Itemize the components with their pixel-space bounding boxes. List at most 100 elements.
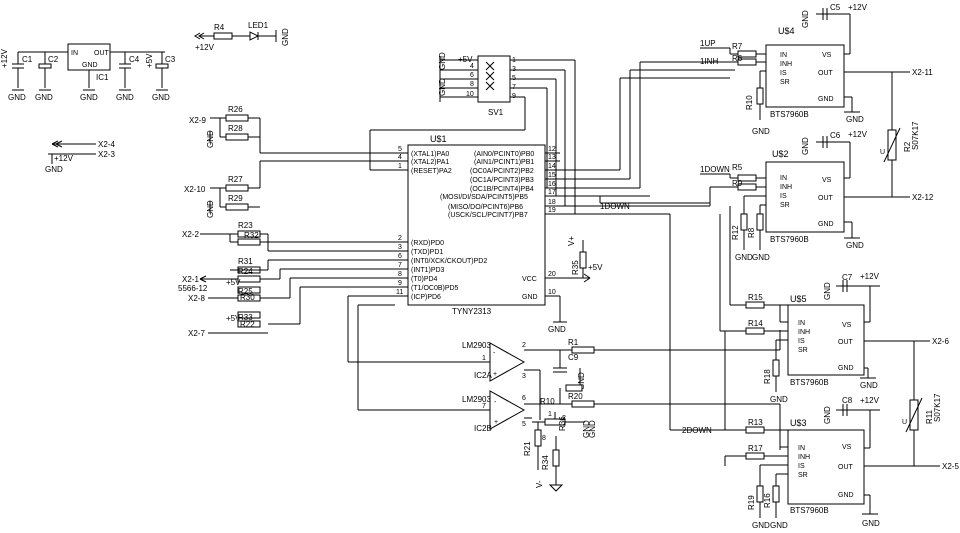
gnd-label: GND bbox=[801, 137, 810, 155]
net-1up-label: 1UP bbox=[700, 39, 716, 48]
svg-text:SR: SR bbox=[780, 202, 790, 209]
r8-resistor bbox=[756, 213, 764, 231]
gnd-label: GND bbox=[846, 241, 864, 250]
r19-label: R19 bbox=[747, 495, 756, 510]
svg-text:20: 20 bbox=[548, 271, 556, 278]
mcu-gnd-label: GND bbox=[522, 294, 538, 301]
svg-text:IS: IS bbox=[780, 193, 787, 200]
driver-u5-name: U$5 bbox=[790, 294, 807, 304]
driver-u2-name: U$2 bbox=[772, 149, 789, 159]
u-label: U bbox=[902, 419, 907, 426]
gnd-label: GND bbox=[35, 93, 53, 102]
mcu-pin-label: (OC1B/PCINT4)PB4 bbox=[470, 186, 534, 193]
r21-resistor bbox=[534, 429, 542, 447]
gnd-label: GND bbox=[752, 521, 770, 530]
gnd-label: GND bbox=[281, 28, 290, 46]
r14-resistor bbox=[745, 327, 765, 335]
led-indicator: R4 LED1 +12V GND bbox=[194, 21, 290, 52]
r9-resistor bbox=[737, 183, 757, 191]
driver-u3-name: U$3 bbox=[790, 418, 807, 428]
svg-text:GND: GND bbox=[838, 365, 854, 372]
sv1-pin: 6 bbox=[470, 72, 474, 79]
r1-resistor bbox=[571, 346, 595, 354]
mcu-part: TYNY2313 bbox=[452, 307, 492, 316]
r7-label: R7 bbox=[732, 42, 743, 51]
r6-label: R6 bbox=[732, 54, 743, 63]
r1-label: R1 bbox=[568, 338, 579, 347]
plus5-label: +5V bbox=[226, 314, 241, 323]
r21-label: R21 bbox=[523, 441, 532, 456]
gnd-label: GND bbox=[80, 93, 98, 102]
gnd-label: GND bbox=[801, 10, 810, 28]
plus5-label: +5V bbox=[145, 53, 154, 68]
c1-label: C1 bbox=[22, 55, 33, 64]
mcu-pin-label: (USCK/SCL/PCINT7)PB7 bbox=[448, 212, 528, 219]
svg-text:1: 1 bbox=[398, 163, 402, 170]
gnd-label: GND bbox=[206, 130, 215, 148]
sv1-label: SV1 bbox=[488, 108, 504, 117]
svg-text:2: 2 bbox=[562, 415, 566, 422]
mcu-name: U$1 bbox=[430, 134, 447, 144]
mcu-right-pins: 12(AIN0/PCINT0)PB0 13(AIN1/PCINT1)PB1 14… bbox=[440, 146, 670, 334]
net-1inh-label: 1INH bbox=[700, 57, 718, 66]
r27-label: R27 bbox=[228, 175, 243, 184]
r18-resistor bbox=[772, 359, 780, 377]
mcu-pin-label: (AIN1/PCINT1)PB1 bbox=[474, 159, 534, 166]
svg-text:14: 14 bbox=[548, 163, 556, 170]
power-supply: C1 +12V GND C2 GND IN OUT GND IC1 GND C4… bbox=[0, 43, 176, 102]
r12-label: R12 bbox=[731, 225, 740, 240]
ic2b-part: LM2903 bbox=[462, 395, 491, 404]
vminus-label: V- bbox=[535, 480, 544, 488]
c3-label: C3 bbox=[165, 55, 176, 64]
mcu-pin-label: (MOSI/DI/SDA/PCINT5)PB5 bbox=[440, 194, 528, 201]
r28-label: R28 bbox=[228, 124, 243, 133]
mcu-u1: U$1 TYNY2313 5(XTAL1)PA0 4(XTAL2)PA1 1(R… bbox=[395, 61, 735, 435]
r16-label: R16 bbox=[763, 493, 772, 508]
gnd-label: GND bbox=[45, 165, 63, 174]
svg-text:OUT: OUT bbox=[838, 339, 854, 346]
mcu-pin-label: (RESET)PA2 bbox=[411, 168, 452, 175]
svg-text:15: 15 bbox=[548, 172, 556, 179]
led1-diode bbox=[249, 31, 260, 41]
sv1-gnd-label: GND bbox=[438, 78, 447, 96]
ic1-label: IC1 bbox=[96, 73, 109, 82]
c5-label: C5 bbox=[830, 3, 841, 12]
svg-text:18: 18 bbox=[548, 199, 556, 206]
gnd-label: GND bbox=[588, 420, 597, 438]
driver-u4-part: BTS7960B bbox=[770, 110, 809, 119]
gnd-label: GND bbox=[206, 200, 215, 218]
opamp-section: LM2903 IC2A 1 - + 2 3 R1 C9 GND LM2903 I… bbox=[347, 295, 781, 492]
svg-text:INH: INH bbox=[780, 61, 792, 68]
plus5-label: +5V bbox=[226, 278, 241, 287]
driver-u3-body bbox=[787, 429, 865, 505]
x2-1-label: X2-1 bbox=[182, 275, 199, 284]
sv1-pin: 10 bbox=[466, 91, 474, 98]
svg-text:8: 8 bbox=[542, 435, 546, 442]
r15-resistor bbox=[745, 301, 765, 309]
s07k17-label: S07K17 bbox=[911, 121, 920, 150]
c6-label: C6 bbox=[830, 131, 841, 140]
mcu-left-pins: 5(XTAL1)PA0 4(XTAL2)PA1 1(RESET)PA2 2(RX… bbox=[395, 146, 487, 301]
net-1down-label: 1DOWN bbox=[700, 165, 730, 174]
svg-text:IS: IS bbox=[780, 70, 787, 77]
svg-text:3: 3 bbox=[398, 244, 402, 251]
ic1-in-pin: IN bbox=[71, 50, 78, 57]
driver-u4-name: U$4 bbox=[778, 26, 795, 36]
x2-6-label: X2-6 bbox=[932, 337, 949, 346]
c4-label: C4 bbox=[129, 55, 140, 64]
r2-label: R2 bbox=[903, 141, 912, 152]
r29-resistor bbox=[225, 203, 249, 211]
r13-label: R13 bbox=[748, 418, 763, 427]
gnd-label: GND bbox=[735, 253, 753, 262]
mcu-pin-label: (INT0/XCK/CKOUT)PD2 bbox=[411, 258, 487, 265]
r17-label: R17 bbox=[748, 444, 763, 453]
svg-text:INH: INH bbox=[798, 329, 810, 336]
svg-text:9: 9 bbox=[398, 280, 402, 287]
x2-10-label: X2-10 bbox=[184, 185, 206, 194]
ic2a-part: LM2903 bbox=[462, 341, 491, 350]
gnd-label: GND bbox=[770, 521, 788, 530]
r4-label: R4 bbox=[214, 23, 225, 32]
svg-text:8: 8 bbox=[398, 271, 402, 278]
r10-opamp-resistor bbox=[565, 384, 583, 392]
